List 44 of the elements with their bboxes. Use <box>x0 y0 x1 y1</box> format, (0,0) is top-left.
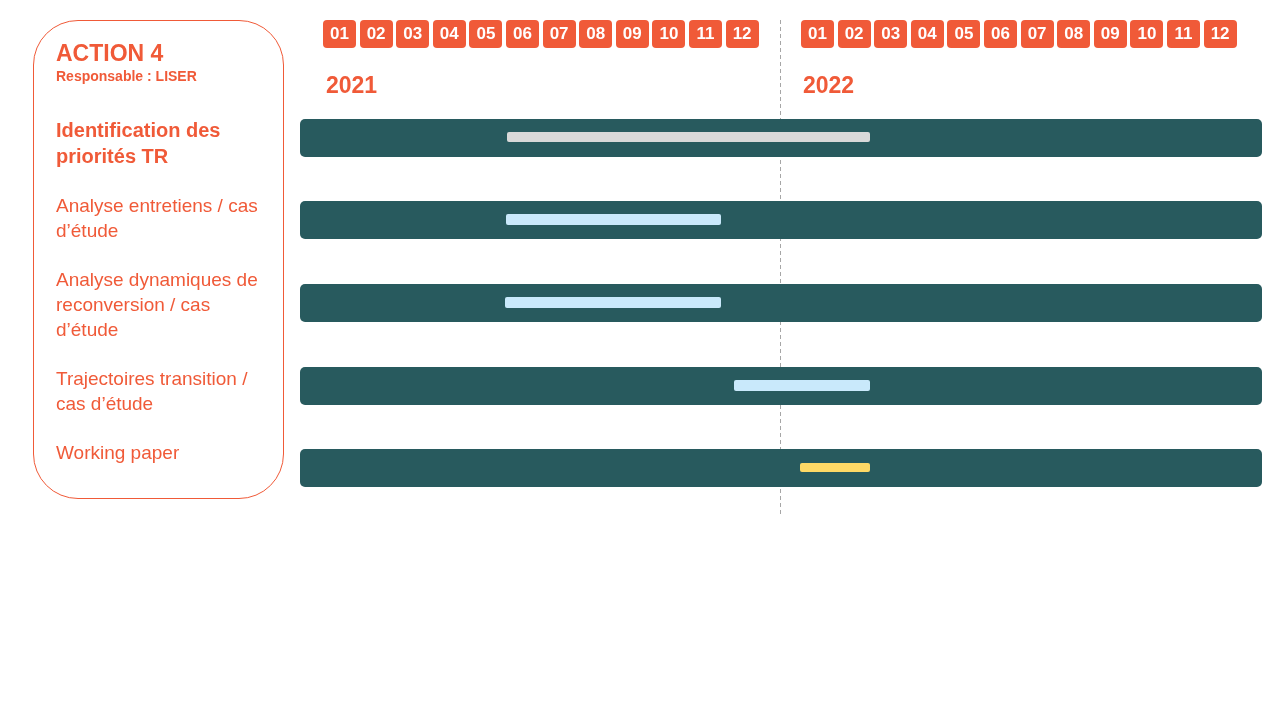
month-badge: 03 <box>874 20 908 48</box>
month-badge: 05 <box>947 20 981 48</box>
duration-bar <box>734 380 870 391</box>
task-label: Working paper <box>56 441 181 466</box>
month-badge: 08 <box>579 20 613 48</box>
task-label: Analyse entretiens / cas d’étude <box>56 194 259 244</box>
duration-bar <box>505 297 721 308</box>
timeline-band <box>300 284 1262 322</box>
task-label: Analyse dynamiques de reconversion / cas d’étude <box>56 268 259 343</box>
action-title: ACTION 4 <box>56 39 165 68</box>
month-badge: 01 <box>801 20 834 48</box>
month-badge: 08 <box>1057 20 1091 48</box>
timeline-band <box>300 449 1262 487</box>
month-badge: 04 <box>910 20 944 48</box>
month-badge: 02 <box>359 20 393 48</box>
month-badge: 09 <box>615 20 649 48</box>
month-badge: 12 <box>1203 20 1237 48</box>
duration-bar <box>800 463 870 472</box>
duration-bar <box>506 214 721 225</box>
month-badge: 02 <box>837 20 871 48</box>
month-badge: 12 <box>725 20 759 48</box>
duration-bar <box>507 132 870 142</box>
timeline-band <box>300 201 1262 239</box>
task-label: Identification des priorités TR <box>56 118 222 170</box>
action-panel <box>33 20 284 499</box>
month-badge: 11 <box>689 20 722 48</box>
month-badge: 07 <box>1020 20 1054 48</box>
month-badge: 10 <box>1130 20 1164 48</box>
responsible-label: Responsable : LISER <box>56 67 198 86</box>
task-label: Trajectoires transition / cas d’étude <box>56 367 249 417</box>
year-label: 2021 <box>326 71 378 100</box>
month-badge: 10 <box>652 20 686 48</box>
timeline-band <box>300 367 1262 405</box>
month-badge: 04 <box>432 20 466 48</box>
month-badge: 01 <box>323 20 356 48</box>
month-badge: 07 <box>542 20 576 48</box>
month-badge: 06 <box>984 20 1017 48</box>
year-label: 2022 <box>803 71 855 100</box>
month-badge: 06 <box>506 20 539 48</box>
month-badge: 11 <box>1167 20 1200 48</box>
month-badge: 03 <box>396 20 430 48</box>
timeline-band <box>300 119 1262 157</box>
month-badge: 05 <box>469 20 503 48</box>
month-badge: 09 <box>1093 20 1127 48</box>
